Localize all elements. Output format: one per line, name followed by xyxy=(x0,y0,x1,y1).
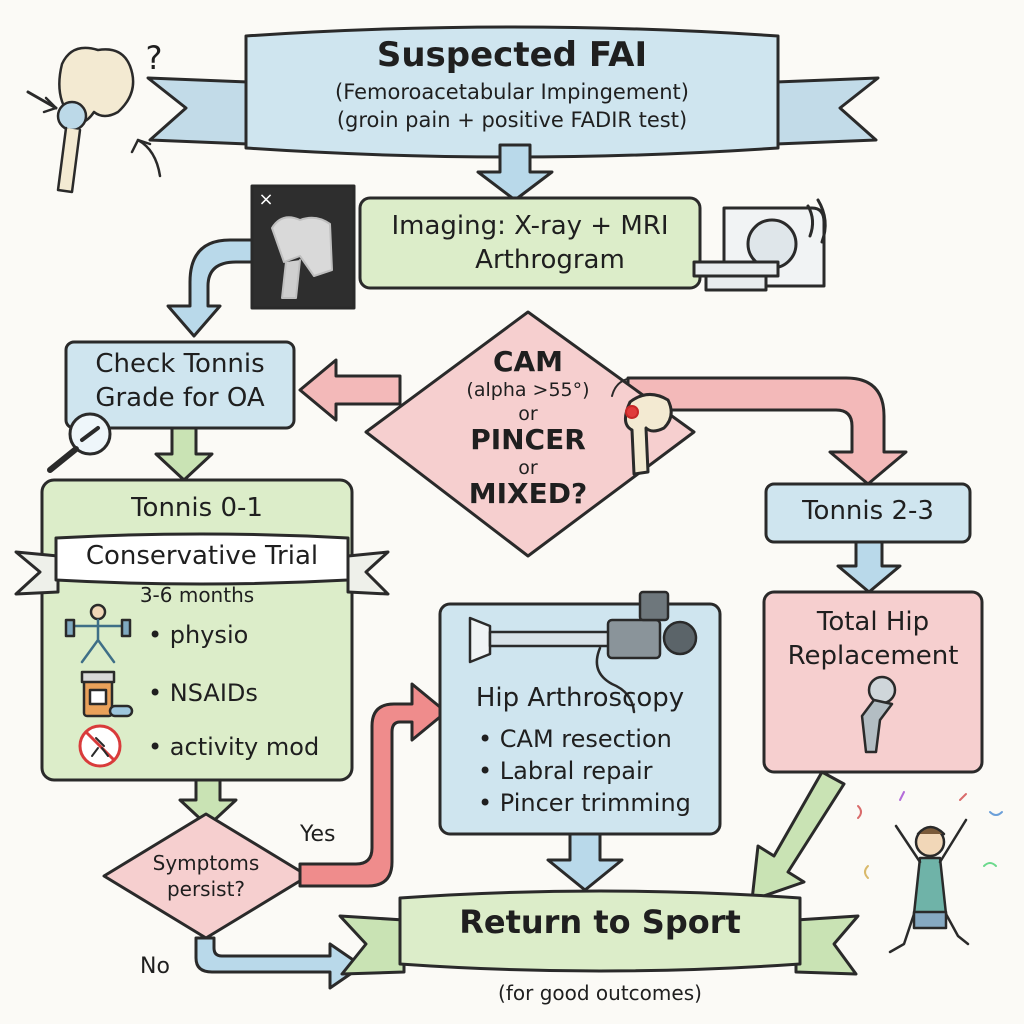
no-running-icon xyxy=(78,724,122,768)
celebrating-athlete-icon xyxy=(888,818,970,954)
imaging-line-1: Imaging: X-ray + MRI xyxy=(391,211,669,241)
xray-marker: × xyxy=(258,189,274,210)
morphology-cam: CAM xyxy=(492,345,564,378)
arrow-arthroscopy-to-return xyxy=(546,832,624,892)
confetti xyxy=(857,791,1003,879)
pelvis-icon xyxy=(26,46,162,194)
mri-scanner-icon xyxy=(692,198,827,292)
hip-implant-icon xyxy=(860,675,897,754)
arrow-yes-to-arthroscopy xyxy=(298,682,448,888)
pelvis-question-mark: ? xyxy=(145,39,163,77)
diagram-title: Suspected FAI xyxy=(376,35,648,75)
tonnis-high-title: Tonnis 2-3 xyxy=(802,496,934,526)
conservative-trial-label: Conservative Trial xyxy=(85,541,319,571)
return-ribbon xyxy=(338,889,860,976)
tonnis-check-line-2: Grade for OA xyxy=(95,383,265,413)
morphology-or-2: or xyxy=(518,457,538,479)
tonnis-low-title: Tonnis 0-1 xyxy=(131,493,263,523)
arrow-no-to-return xyxy=(194,936,364,990)
morphology-mixed: MIXED? xyxy=(468,477,588,510)
pill-bottle-icon xyxy=(80,670,134,718)
arrow-high-to-thr xyxy=(836,540,902,594)
arrow-morphology-to-tonnis-check xyxy=(298,358,402,422)
trial-item-activity: • activity mod xyxy=(148,733,320,761)
title-banner xyxy=(146,25,880,159)
arrow-low-to-symptoms xyxy=(178,778,238,828)
symptoms-diamond xyxy=(102,812,310,940)
title-subtitle-2: (groin pain + positive FADIR test) xyxy=(336,108,688,132)
arrow-tonnis-check-to-low xyxy=(154,426,214,482)
exercise-band-icon xyxy=(64,603,132,664)
morphology-pincer: PINCER xyxy=(470,423,586,456)
imaging-box xyxy=(358,196,702,290)
imaging-line-2: Arthrogram xyxy=(475,245,625,275)
magnifier-bone-icon xyxy=(47,412,112,473)
arthroscope-camera-icon xyxy=(468,590,698,714)
arrow-thr-to-return xyxy=(750,770,846,902)
arthroscopy-item-labral: • Labral repair xyxy=(478,757,653,785)
arthroscopy-item-cam: • CAM resection xyxy=(478,725,672,753)
arrow-title-to-imaging xyxy=(476,143,554,202)
tonnis-check-line-1: Check Tonnis xyxy=(95,349,265,379)
arrow-imaging-to-tonnis-check xyxy=(166,238,254,338)
return-to-sport-title: Return to Sport xyxy=(459,903,741,941)
return-to-sport-note: (for good outcomes) xyxy=(498,981,702,1005)
morphology-or-1: or xyxy=(518,403,538,425)
conservative-ribbon xyxy=(14,532,390,596)
trial-item-nsaids: • NSAIDs xyxy=(148,679,258,707)
arthroscopy-title: Hip Arthroscopy xyxy=(475,683,685,713)
thr-line-2: Replacement xyxy=(787,641,959,671)
symptoms-line-2: persist? xyxy=(166,877,246,901)
no-label: No xyxy=(140,954,170,979)
morphology-alpha: (alpha >55°) xyxy=(466,379,590,401)
hip-joint-icon xyxy=(611,377,673,476)
arthroscopy-item-pincer: • Pincer trimming xyxy=(478,789,691,817)
xray-film-icon xyxy=(250,184,356,310)
trial-duration: 3-6 months xyxy=(139,583,255,607)
thr-line-1: Total Hip xyxy=(816,607,930,637)
symptoms-line-1: Symptoms xyxy=(152,851,260,875)
title-subtitle-1: (Femoroacetabular Impingement) xyxy=(335,80,689,104)
morphology-diamond xyxy=(364,310,696,558)
trial-item-physio: • physio xyxy=(148,621,249,649)
yes-label: Yes xyxy=(300,822,336,847)
